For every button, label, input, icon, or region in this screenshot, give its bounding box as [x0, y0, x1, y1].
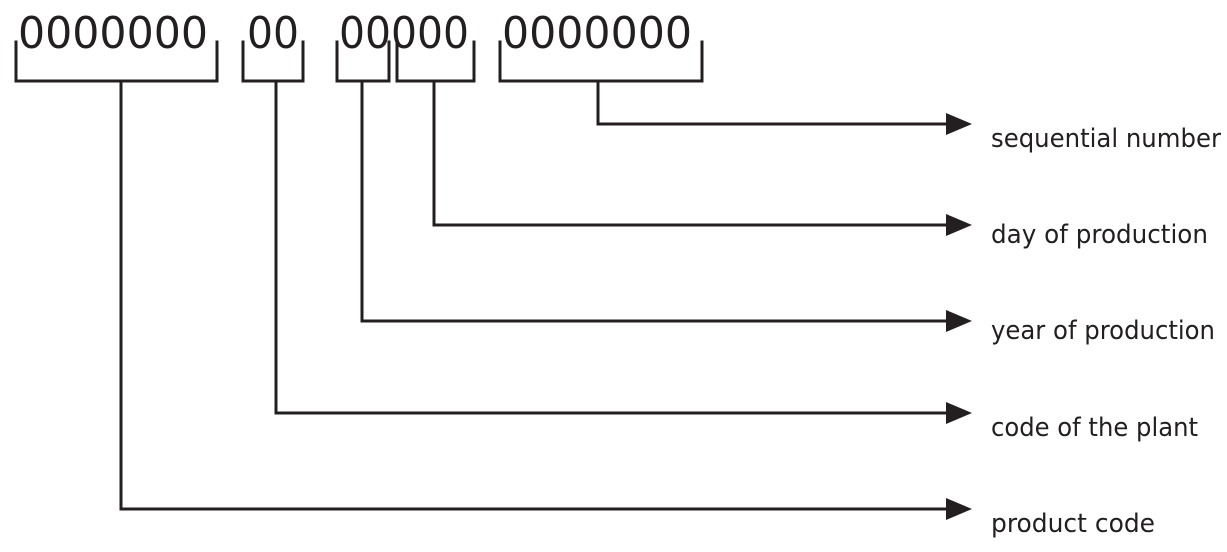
digits-sequential: 0000000 [502, 8, 692, 59]
digits-day: 000 [391, 8, 469, 59]
bracket-sequential [498, 40, 704, 83]
bracket-plant-code [241, 40, 305, 83]
label-sequential-number: sequential number [991, 124, 1221, 154]
arrowhead-product-code [946, 498, 972, 520]
leader-code-of-the-plant [274, 79, 952, 415]
digits-product-code: 0000000 [18, 8, 208, 59]
arrowhead-year-of-production [946, 310, 972, 332]
leader-product-code [119, 79, 952, 511]
leader-day-of-production [432, 79, 952, 227]
arrowhead-code-of-the-plant [946, 402, 972, 424]
leader-sequential-number [596, 79, 952, 126]
leader-year-of-production [360, 79, 952, 323]
arrowhead-sequential-number [946, 113, 972, 135]
label-year-of-production: year of production [991, 316, 1215, 346]
digits-plant-code: 00 [247, 8, 299, 59]
label-day-of-production: day of production [991, 220, 1208, 250]
label-code-of-the-plant: code of the plant [991, 413, 1198, 443]
digits-year: 00 [339, 8, 391, 59]
bracket-product-code [14, 40, 219, 83]
arrowhead-day-of-production [946, 214, 972, 236]
label-product-code: product code [991, 509, 1155, 539]
